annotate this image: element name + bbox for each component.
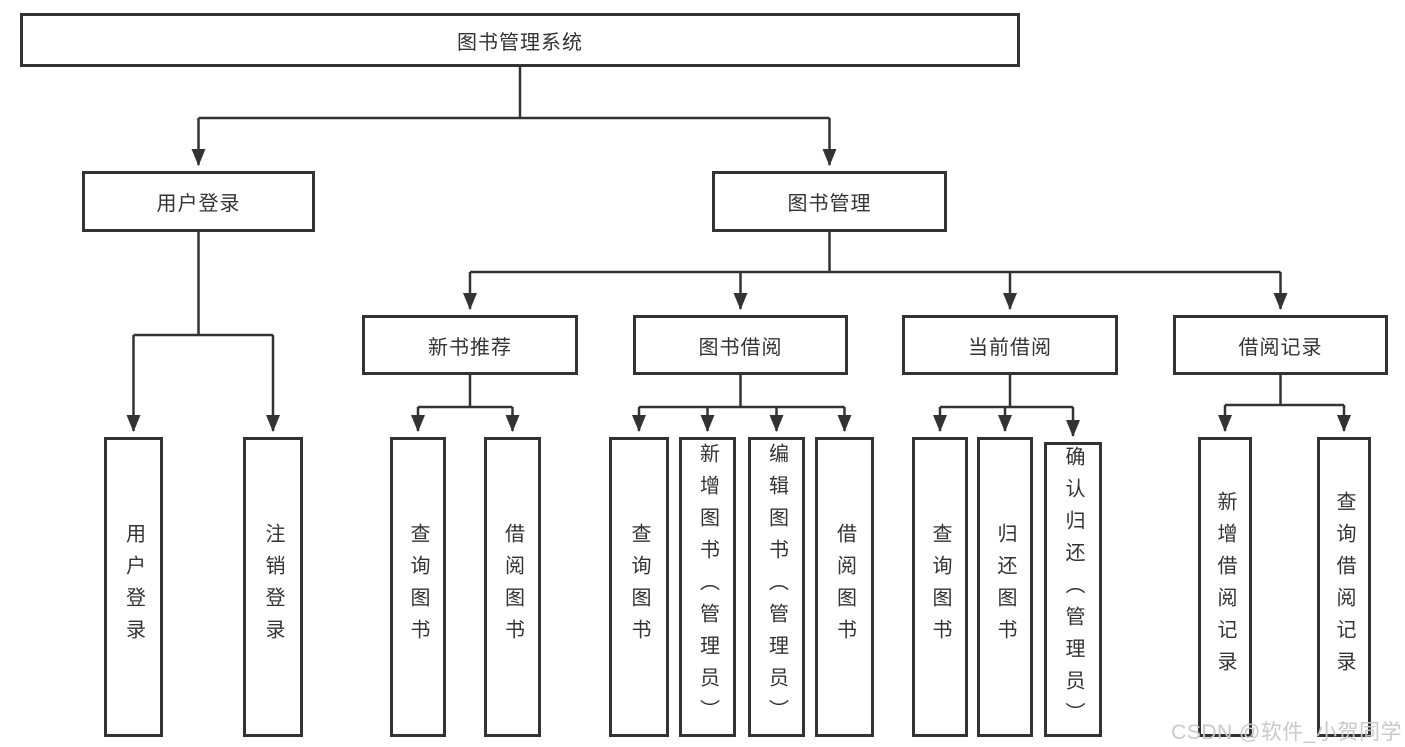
- node-leaf-add-books-admin: 新增图书（管理员）: [679, 437, 736, 737]
- node-leaf-query-borrow-record: 查询借阅记录: [1317, 437, 1371, 737]
- node-label: 借阅图书: [501, 523, 524, 651]
- node-label: 当前借阅: [968, 336, 1052, 359]
- node-leaf-newbook-borrow-books: 借阅图书: [484, 437, 541, 737]
- node-label: 借阅记录: [1238, 336, 1323, 359]
- node-current-borrowing: 当前借阅: [902, 315, 1118, 375]
- node-leaf-add-borrow-record: 新增借阅记录: [1198, 437, 1252, 737]
- node-borrowing-records: 借阅记录: [1173, 315, 1388, 375]
- node-new-book-recommendation: 新书推荐: [362, 315, 578, 375]
- node-label: 用户登录: [122, 523, 145, 651]
- node-book-management: 图书管理: [712, 171, 947, 232]
- node-leaf-user-login: 用户登录: [104, 437, 163, 737]
- node-label: 查询图书: [628, 523, 650, 651]
- node-leaf-newbook-query-books: 查询图书: [390, 437, 446, 737]
- node-leaf-edit-books-admin: 编辑图书（管理员）: [748, 437, 805, 737]
- node-label: 查询图书: [407, 523, 429, 651]
- node-label: 用户登录: [156, 193, 241, 215]
- node-label: 查询图书: [929, 523, 951, 651]
- node-leaf-current-query-books: 查询图书: [912, 437, 968, 737]
- node-user-login: 用户登录: [82, 171, 315, 232]
- csdn-watermark: CSDN @软件_小贺同学: [1171, 721, 1402, 744]
- node-book-borrowing: 图书借阅: [633, 315, 848, 375]
- node-label: 新增借阅记录: [1214, 491, 1236, 683]
- node-label: 编辑图书（管理员）: [765, 443, 788, 731]
- node-label: 借阅图书: [833, 523, 856, 651]
- node-library-management-system: 图书管理系统: [20, 13, 1020, 67]
- node-label: 图书借阅: [698, 336, 783, 359]
- node-label: 图书管理系统: [457, 31, 583, 54]
- node-leaf-borrowing-borrow-books: 借阅图书: [815, 437, 874, 737]
- node-label: 确认归还（管理员）: [1062, 445, 1084, 734]
- node-label: 新书推荐: [428, 336, 512, 359]
- node-label: 归还图书: [994, 523, 1016, 651]
- node-leaf-confirm-return-admin: 确认归还（管理员）: [1044, 442, 1102, 737]
- node-label: 图书管理: [787, 193, 872, 215]
- node-leaf-borrowing-query-books: 查询图书: [609, 437, 669, 737]
- node-label: 注销登录: [262, 523, 284, 651]
- node-label: 查询借阅记录: [1333, 491, 1355, 683]
- node-label: 新增图书（管理员）: [696, 443, 719, 731]
- node-leaf-return-books: 归还图书: [977, 437, 1033, 737]
- node-leaf-logout: 注销登录: [243, 437, 303, 737]
